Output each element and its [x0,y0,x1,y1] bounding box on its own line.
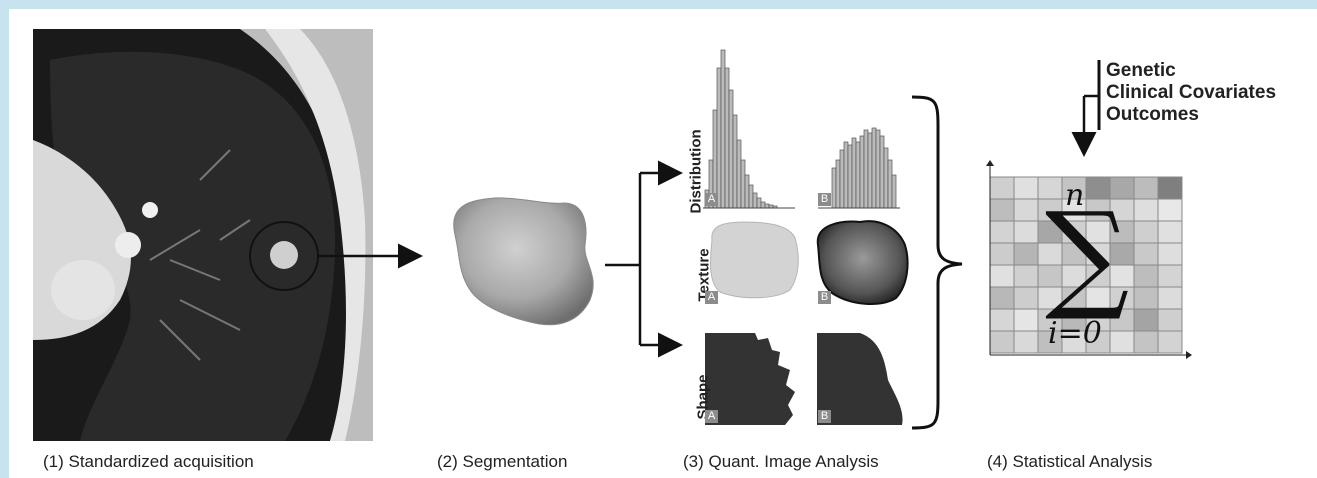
shape-patch [705,333,802,425]
tag-b: B [818,193,831,206]
input-outcomes: Outcomes [1106,104,1199,125]
input-clinical-covariates: Clinical Covariates [1106,82,1277,103]
caption-statistical-analysis: (4) Statistical Analysis [987,452,1153,471]
row-label-distribution: Distribution [687,129,705,214]
feature-matrix [989,176,1183,354]
caption-segmentation: (2) Segmentation [437,452,568,471]
brace [911,95,963,430]
caption-acquisition: (1) Standardized acquisition [43,452,254,471]
histogram [704,49,778,209]
sum-symbol: ∑ [1045,186,1130,324]
arrow [1186,351,1192,359]
histogram [831,127,897,209]
inputs-list: Genetic Clinical Covariates Outcomes [1106,60,1276,126]
texture-blob [816,220,909,305]
tag-a: A [705,193,718,206]
sum-lower: i=0 [1048,316,1102,351]
tag-a: A [705,291,718,304]
frame-left-border [0,0,9,478]
input-genetic: Genetic [1106,60,1176,81]
sum-upper: n [1065,178,1085,213]
frame-top-border [0,0,1317,9]
ct-scan-image [33,29,373,441]
arrow [986,160,994,166]
caption-quant-analysis: (3) Quant. Image Analysis [683,452,879,471]
tag-a: A [705,410,718,423]
texture-blob [709,221,799,299]
tag-b: B [818,410,831,423]
shape-patch [817,333,910,425]
segmented-nodule [453,197,594,326]
tag-b: B [818,291,831,304]
